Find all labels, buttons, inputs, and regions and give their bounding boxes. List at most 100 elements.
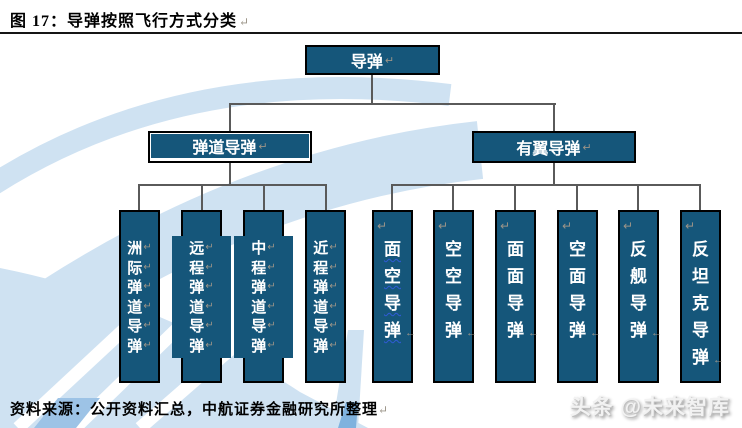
connector-line [452,184,454,210]
node-medium-range-ballistic-missile: 中↵程↵弹↵道↵导↵弹↵ [234,210,293,383]
node-long-range-ballistic-missile: 远↵程↵弹↵道↵导↵弹↵ [172,210,231,383]
connector-line [391,184,701,186]
return-mark-icon: ↵ [267,300,276,312]
return-mark-icon: ↵ [438,219,449,233]
connector-line [229,103,556,105]
connector-line [637,184,639,210]
connector-line [699,184,701,210]
label-char: 面 [569,267,586,286]
vertical-label: ↵面空导弹← [363,212,422,381]
label-char: 导 [507,294,524,313]
return-mark-icon: ↵ [205,339,214,351]
vertical-label: ↵空面导弹← [548,212,607,381]
label-char: 弹 [692,348,709,367]
label-char: 面 [507,240,524,259]
label-char: 道 [127,298,143,316]
left-arrow-icon: ← [590,327,601,339]
label-char: 近 [313,240,329,258]
label-char: 空 [445,240,462,259]
left-arrow-icon: ← [466,327,477,339]
node-anti-tank-missile: ↵反坦克导弹← [680,210,724,383]
connector-line [576,184,578,210]
connector-line [325,184,327,210]
return-mark-icon: ↵ [239,15,251,29]
label-char: 洲 [127,240,143,258]
return-mark-icon: ↵ [143,339,152,351]
label-char: 弹 [251,337,267,355]
node-winged-missile-label: 有翼导弹 [516,141,581,158]
vertical-label: 中↵程↵弹↵道↵导↵弹↵ [234,212,293,381]
return-mark-icon: ↵ [377,219,388,233]
return-mark-icon: ↵ [329,261,338,273]
vertical-label: ↵面面导弹← [486,212,545,381]
figure-title: 图 17：导弹按照飞行方式分类↵ [10,7,250,31]
return-mark-icon: ↵ [258,140,268,153]
node-missile-label: 导弹 [350,54,383,71]
return-mark-icon: ↵ [623,219,634,233]
label-char: 面 [384,240,401,259]
connector-line [391,184,393,210]
return-mark-icon: ↵ [329,281,338,293]
label-char: 道 [251,298,267,316]
left-arrow-icon: ← [651,327,662,339]
label-char: 反 [692,240,709,259]
return-mark-icon: ↵ [205,281,214,293]
vertical-label: ↵反舰导弹← [609,212,668,381]
vertical-label: ↵空空导弹← [424,212,483,381]
node-ballistic-missile: 弹道导弹↵ [148,131,312,163]
label-char: 导 [384,294,401,313]
node-winged-missile: 有翼导弹↵ [472,131,636,163]
return-mark-icon: ↵ [267,320,276,332]
source-note-text: 资料来源：公开资料汇总，中航证券金融研究所整理 [10,402,379,418]
node-air-to-surface-missile: ↵空面导弹← [557,210,601,383]
vertical-label: 近↵程↵弹↵道↵导↵弹↵ [296,212,355,381]
label-char: 导 [445,294,462,313]
label-char: 道 [189,298,205,316]
left-arrow-icon: ← [528,327,539,339]
return-mark-icon: ↵ [205,261,214,273]
return-mark-icon: ↵ [267,339,276,351]
return-mark-icon: ↵ [143,242,152,254]
vertical-label: 洲↵际↵弹↵道↵导↵弹↵ [110,212,169,381]
label-char: 导 [189,318,205,336]
figure-title-text: 图 17：导弹按照飞行方式分类 [10,13,238,30]
label-char: 舰 [630,267,647,286]
label-char: 弹 [189,279,205,297]
node-missile: 导弹↵ [305,45,440,75]
label-char: 反 [630,240,647,259]
connector-line [201,184,203,210]
return-mark-icon: ↵ [384,54,395,67]
node-anti-ship-missile: ↵反舰导弹← [618,210,662,383]
label-char: 空 [569,240,586,259]
return-mark-icon: ↵ [329,242,338,254]
return-mark-icon: ↵ [685,219,696,233]
node-surface-to-air-missile: ↵面空导弹← [372,210,416,383]
return-mark-icon: ↵ [562,219,573,233]
return-mark-icon: ↵ [143,320,152,332]
watermark: 头条 @未来智库 [570,391,730,421]
return-mark-icon: ↵ [143,261,152,273]
left-arrow-icon: ← [405,327,416,339]
label-char: 际 [127,259,143,277]
node-wide-panel [172,236,231,358]
node-wide-panel [234,236,293,358]
node-icbm: 洲↵际↵弹↵道↵导↵弹↵ [119,210,160,383]
label-char: 弹 [445,321,462,340]
title-divider [0,32,742,34]
return-mark-icon: ↵ [329,320,338,332]
return-mark-icon: ↵ [143,300,152,312]
return-mark-icon: ↵ [143,281,152,293]
node-short-range-ballistic-missile: 近↵程↵弹↵道↵导↵弹↵ [305,210,346,383]
label-char: 克 [692,294,709,313]
label-char: 中 [251,240,267,258]
return-mark-icon: ↵ [205,300,214,312]
node-ballistic-missile-label: 弹道导弹 [192,140,257,157]
label-char: 弹 [127,279,143,297]
label-char: 弹 [313,279,329,297]
label-char: 弹 [507,321,524,340]
connector-line [371,75,373,105]
label-char: 导 [630,294,647,313]
label-char: 道 [313,298,329,316]
